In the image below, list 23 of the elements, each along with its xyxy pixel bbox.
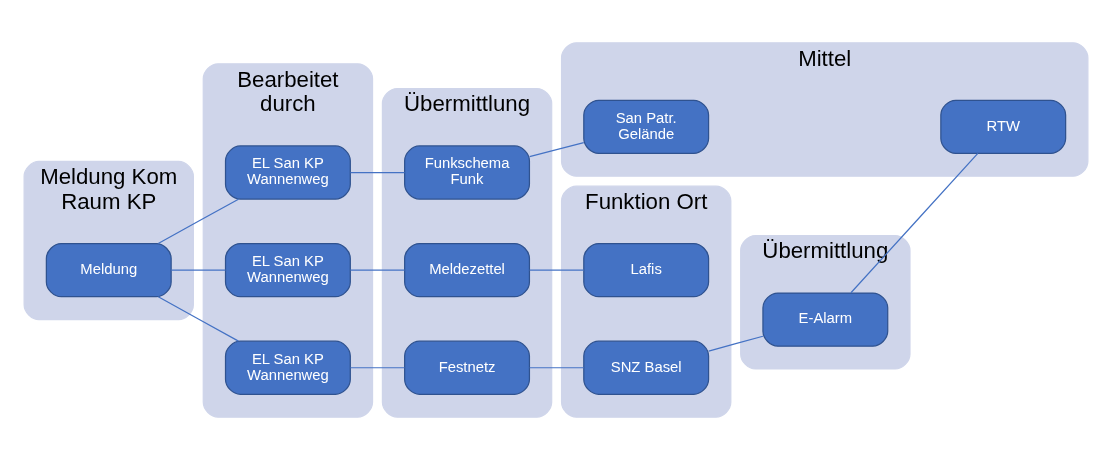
- connector: [528, 366, 585, 368]
- node-box: Festnetz: [404, 340, 531, 395]
- node-box: EL San KP Wannenweg: [224, 242, 351, 297]
- node-box: E-Alarm: [762, 291, 889, 347]
- node-box: Lafis: [583, 242, 710, 297]
- node-box: EL San KP Wannenweg: [224, 340, 351, 395]
- node-box: Meldezettel: [404, 242, 531, 297]
- node-box: RTW: [940, 99, 1067, 154]
- connector: [157, 198, 240, 244]
- connector: [708, 335, 764, 352]
- connector: [349, 171, 406, 173]
- connector: [349, 366, 406, 368]
- connector: [349, 269, 406, 271]
- node-box: Meldung: [45, 242, 172, 297]
- node-box: San Patr. Gelände: [583, 99, 710, 154]
- connector: [528, 141, 585, 157]
- connector: [157, 295, 240, 342]
- node-box: Funkschema Funk: [404, 144, 531, 200]
- connector: [528, 269, 585, 271]
- node-box: SNZ Basel: [583, 340, 710, 395]
- node-box: EL San KP Wannenweg: [224, 144, 351, 200]
- connector: [850, 152, 979, 293]
- connector: [170, 269, 227, 271]
